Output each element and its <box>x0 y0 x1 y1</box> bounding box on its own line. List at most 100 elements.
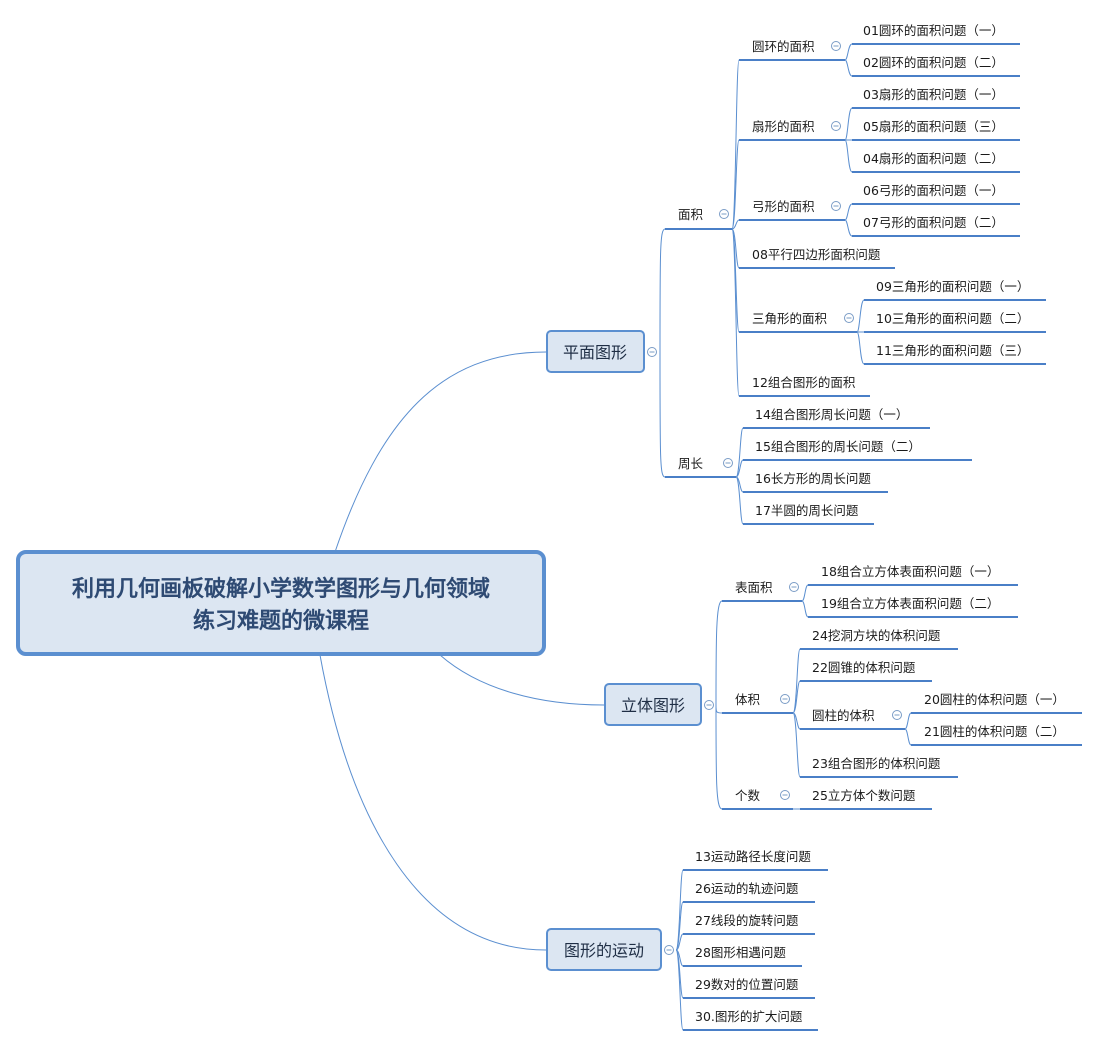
node-surface[interactable]: 表面积 <box>722 580 802 602</box>
collapse-plane-icon[interactable] <box>647 347 657 357</box>
leaf-motion-3[interactable]: 27线段的旋转问题 <box>683 913 815 935</box>
connector-triangle-3 <box>856 331 865 365</box>
leaf-perimeter-4[interactable]: 17半圆的周长问题 <box>743 503 874 525</box>
node-surface-label: 表面积 <box>735 580 773 595</box>
node-volume[interactable]: 体积 <box>722 692 793 714</box>
leaf-sector-1[interactable]: 03扇形的面积问题（一） <box>852 87 1020 109</box>
leaf-volume-hole[interactable]: 24挖洞方块的体积问题 <box>800 628 958 650</box>
node-bow-area[interactable]: 弓形的面积 <box>739 199 845 221</box>
leaf-perimeter-2-label: 15组合图形的周长问题（二） <box>755 439 921 454</box>
leaf-ring-2-label: 02圆环的面积问题（二） <box>863 55 1004 70</box>
collapse-solid-icon[interactable] <box>704 700 714 710</box>
leaf-volume-combined-label: 23组合图形的体积问题 <box>812 756 941 771</box>
collapse-perimeter-icon[interactable] <box>723 458 733 468</box>
connector-root-plane <box>334 351 547 553</box>
root-title-line2: 练习难题的微课程 <box>193 608 369 634</box>
collapse-count-icon[interactable] <box>780 790 790 800</box>
root-node[interactable]: 利用几何画板破解小学数学图形与几何领域 练习难题的微课程 <box>16 550 546 656</box>
leaf-motion-1[interactable]: 13运动路径长度问题 <box>683 849 828 871</box>
leaf-perimeter-1-label: 14组合图形周长问题（一） <box>755 407 908 422</box>
leaf-sector-3[interactable]: 04扇形的面积问题（二） <box>852 151 1020 173</box>
node-solid-box <box>604 683 702 726</box>
connector-solid-count <box>715 704 723 810</box>
leaf-volume-cone-label: 22圆锥的体积问题 <box>812 660 916 675</box>
leaf-perimeter-3[interactable]: 16长方形的周长问题 <box>743 471 888 493</box>
leaf-ring-2[interactable]: 02圆环的面积问题（二） <box>852 55 1020 77</box>
leaf-perimeter-1[interactable]: 14组合图形周长问题（一） <box>743 407 930 429</box>
collapse-cylinder-icon[interactable] <box>892 710 902 720</box>
leaf-combined-area[interactable]: 12组合图形的面积 <box>739 375 870 397</box>
node-ring-area[interactable]: 圆环的面积 <box>739 39 845 61</box>
collapse-triangle-icon[interactable] <box>844 313 854 323</box>
leaf-motion-3-label: 27线段的旋转问题 <box>695 913 799 928</box>
connector-perimeter-4 <box>735 476 744 525</box>
leaf-triangle-2[interactable]: 10三角形的面积问题（二） <box>864 311 1046 333</box>
leaf-cylinder-1[interactable]: 20圆柱的体积问题（一） <box>911 692 1082 714</box>
node-sector-area-label: 扇形的面积 <box>752 119 815 134</box>
node-perimeter-label: 周长 <box>678 456 704 471</box>
leaf-surface-2[interactable]: 19组合立方体表面积问题（二） <box>808 596 1018 618</box>
node-count[interactable]: 个数 <box>722 788 793 810</box>
connector-area-bow <box>731 219 740 230</box>
root-box <box>16 550 546 656</box>
node-motion[interactable]: 图形的运动 <box>546 928 662 971</box>
leaf-ring-1[interactable]: 01圆环的面积问题（一） <box>852 23 1020 45</box>
leaf-parallelogram[interactable]: 08平行四边形面积问题 <box>739 247 895 269</box>
leaf-motion-2[interactable]: 26运动的轨迹问题 <box>683 881 815 903</box>
connector-motion-2 <box>675 901 684 951</box>
leaf-sector-2-label: 05扇形的面积问题（三） <box>863 119 1004 134</box>
node-triangle-area-label: 三角形的面积 <box>752 311 827 326</box>
leaf-motion-1-label: 13运动路径长度问题 <box>695 849 811 864</box>
leaf-motion-2-label: 26运动的轨迹问题 <box>695 881 799 896</box>
node-perimeter[interactable]: 周长 <box>665 456 736 478</box>
node-area[interactable]: 面积 <box>665 207 732 230</box>
leaf-volume-combined[interactable]: 23组合图形的体积问题 <box>800 756 958 778</box>
leaf-motion-5-label: 29数对的位置问题 <box>695 977 799 992</box>
leaf-surface-1[interactable]: 18组合立方体表面积问题（一） <box>808 564 1018 586</box>
leaf-volume-cone[interactable]: 22圆锥的体积问题 <box>800 660 932 682</box>
collapse-bow-icon[interactable] <box>831 201 841 211</box>
leaf-parallelogram-label: 08平行四边形面积问题 <box>752 247 881 262</box>
collapse-sector-icon[interactable] <box>831 121 841 131</box>
leaf-ring-1-label: 01圆环的面积问题（一） <box>863 23 1004 38</box>
connector-bow-1 <box>844 203 853 221</box>
node-plane-label: 平面图形 <box>563 343 627 362</box>
leaf-surface-1-label: 18组合立方体表面积问题（一） <box>821 564 999 579</box>
leaf-motion-5[interactable]: 29数对的位置问题 <box>683 977 815 999</box>
collapse-volume-icon[interactable] <box>780 694 790 704</box>
leaf-triangle-1[interactable]: 09三角形的面积问题（一） <box>864 279 1046 301</box>
leaf-count-1[interactable]: 25立方体个数问题 <box>800 788 932 810</box>
leaf-motion-6[interactable]: 30.图形的扩大问题 <box>683 1009 818 1031</box>
leaf-bow-1[interactable]: 06弓形的面积问题（一） <box>852 183 1020 205</box>
collapse-area-icon[interactable] <box>719 209 729 219</box>
collapse-ring-icon[interactable] <box>831 41 841 51</box>
connector-sector-1 <box>844 107 853 141</box>
node-solid-label: 立体图形 <box>621 696 685 715</box>
root-title-line1: 利用几何画板破解小学数学图形与几何领域 <box>72 576 490 602</box>
leaf-bow-2[interactable]: 07弓形的面积问题（二） <box>852 215 1020 237</box>
node-solid[interactable]: 立体图形 <box>604 683 702 726</box>
node-sector-area[interactable]: 扇形的面积 <box>739 119 845 141</box>
leaf-sector-2[interactable]: 05扇形的面积问题（三） <box>852 119 1020 141</box>
node-triangle-area[interactable]: 三角形的面积 <box>739 311 857 333</box>
connector-volume-cylinder <box>792 712 801 730</box>
leaf-cylinder-1-label: 20圆柱的体积问题（一） <box>924 692 1065 707</box>
leaf-motion-6-label: 30.图形的扩大问题 <box>695 1009 803 1024</box>
leaf-perimeter-2[interactable]: 15组合图形的周长问题（二） <box>743 439 972 461</box>
connector-ring-1 <box>844 43 853 61</box>
leaf-count-1-label: 25立方体个数问题 <box>812 788 916 803</box>
connector-perimeter-2 <box>735 459 744 478</box>
leaf-cylinder-2[interactable]: 21圆柱的体积问题（二） <box>911 724 1082 746</box>
leaf-perimeter-3-label: 16长方形的周长问题 <box>755 471 871 486</box>
leaf-motion-4[interactable]: 28图形相遇问题 <box>683 945 802 967</box>
node-cylinder-volume[interactable]: 圆柱的体积 <box>800 708 905 730</box>
leaf-triangle-3[interactable]: 11三角形的面积问题（三） <box>864 343 1046 365</box>
leaf-triangle-1-label: 09三角形的面积问题（一） <box>876 279 1029 294</box>
collapse-surface-icon[interactable] <box>789 582 799 592</box>
node-plane[interactable]: 平面图形 <box>546 330 645 373</box>
connector-area-combined <box>731 228 740 397</box>
node-motion-box <box>546 928 662 971</box>
leaf-bow-2-label: 07弓形的面积问题（二） <box>863 215 1004 230</box>
collapse-motion-icon[interactable] <box>664 945 674 955</box>
connector-surface-1 <box>801 584 809 602</box>
